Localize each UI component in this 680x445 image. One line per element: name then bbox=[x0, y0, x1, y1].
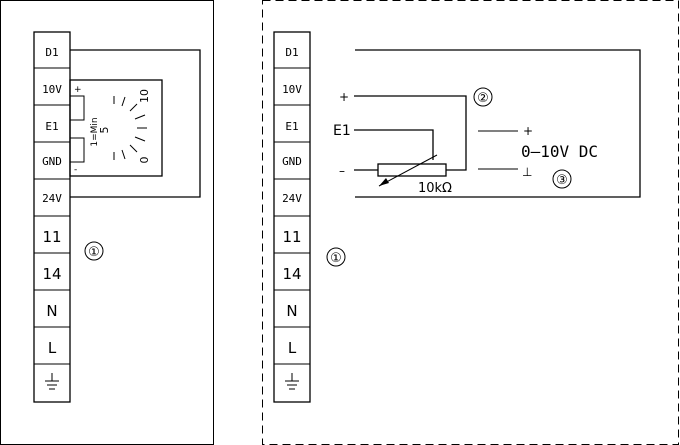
callout-3: ③ bbox=[552, 169, 572, 189]
terminal-l: L bbox=[48, 339, 57, 357]
resistor-body bbox=[377, 163, 447, 177]
resistor-value: 10kΩ bbox=[418, 181, 452, 196]
terminal-14: 14 bbox=[42, 265, 61, 283]
resistor-wiper-arrow bbox=[378, 154, 438, 187]
terminal-10v: 10V bbox=[282, 83, 302, 96]
terminal-24v: 24V bbox=[42, 192, 62, 205]
right-terminal-strip: D1 10V E1 GND 24V 11 14 N L bbox=[273, 31, 311, 403]
pot-plus-wire bbox=[354, 95, 467, 171]
callout-source-number: ③ bbox=[556, 173, 568, 188]
pot-max-value: 10 bbox=[138, 89, 151, 103]
left-callout-1: ① bbox=[84, 241, 104, 261]
terminal-gnd: GND bbox=[282, 155, 302, 168]
source-voltage-label: 0–10V DC bbox=[521, 142, 598, 161]
pot-zero-value: 0 bbox=[138, 157, 151, 164]
potentiometer-housing bbox=[69, 79, 163, 177]
left-callout-number: ① bbox=[88, 245, 100, 260]
pot-plus-label: + bbox=[74, 85, 82, 95]
callout-pot-number: ② bbox=[477, 91, 489, 106]
terminal-24v: 24V bbox=[282, 192, 302, 205]
wiper-arrowhead-icon bbox=[379, 178, 389, 186]
terminal-gnd: GND bbox=[42, 155, 62, 168]
left-potentiometer: + - 1=Min 5 10 0 bbox=[69, 79, 163, 177]
right-callout-number: ① bbox=[330, 251, 342, 266]
pot-min-label: 1=Min bbox=[90, 117, 100, 146]
pot-minus-label: – bbox=[339, 164, 345, 178]
pot-e1-label: E1 bbox=[333, 123, 351, 139]
terminal-e1: E1 bbox=[285, 120, 298, 133]
right-callout-1: ① bbox=[326, 247, 346, 267]
source-plus-label: + bbox=[523, 124, 533, 138]
left-panel-frame bbox=[0, 0, 214, 445]
terminal-e1: E1 bbox=[45, 120, 58, 133]
left-terminal-strip: D1 10V E1 GND 24V 11 14 N L bbox=[33, 31, 71, 403]
terminal-11: 11 bbox=[282, 228, 301, 246]
ground-icon bbox=[285, 373, 299, 390]
callout-2: ② bbox=[473, 87, 493, 107]
left-d1-24v-link bbox=[70, 49, 201, 198]
pot-plus-label: + bbox=[339, 90, 349, 104]
terminal-11: 11 bbox=[42, 228, 61, 246]
terminal-10v: 10V bbox=[42, 83, 62, 96]
terminal-n: N bbox=[286, 302, 297, 320]
pot-wiper-wire bbox=[354, 129, 434, 160]
right-panel-frame bbox=[262, 0, 679, 445]
source-minus-label: ⊥ bbox=[522, 165, 532, 179]
terminal-14: 14 bbox=[282, 265, 301, 283]
right-potentiometer: + E1 – 10kΩ bbox=[333, 90, 467, 196]
pot-mid-value: 5 bbox=[98, 127, 111, 134]
dc-source: + 0–10V DC ⊥ bbox=[478, 124, 598, 179]
terminal-d1: D1 bbox=[285, 46, 298, 59]
pot-dial-scale bbox=[113, 96, 147, 160]
terminal-l: L bbox=[288, 339, 297, 357]
pot-minus-label: - bbox=[74, 165, 77, 175]
terminal-d1: D1 bbox=[45, 46, 58, 59]
terminal-n: N bbox=[46, 302, 57, 320]
ground-icon bbox=[45, 373, 59, 390]
right-d1-24v-link bbox=[355, 49, 641, 198]
